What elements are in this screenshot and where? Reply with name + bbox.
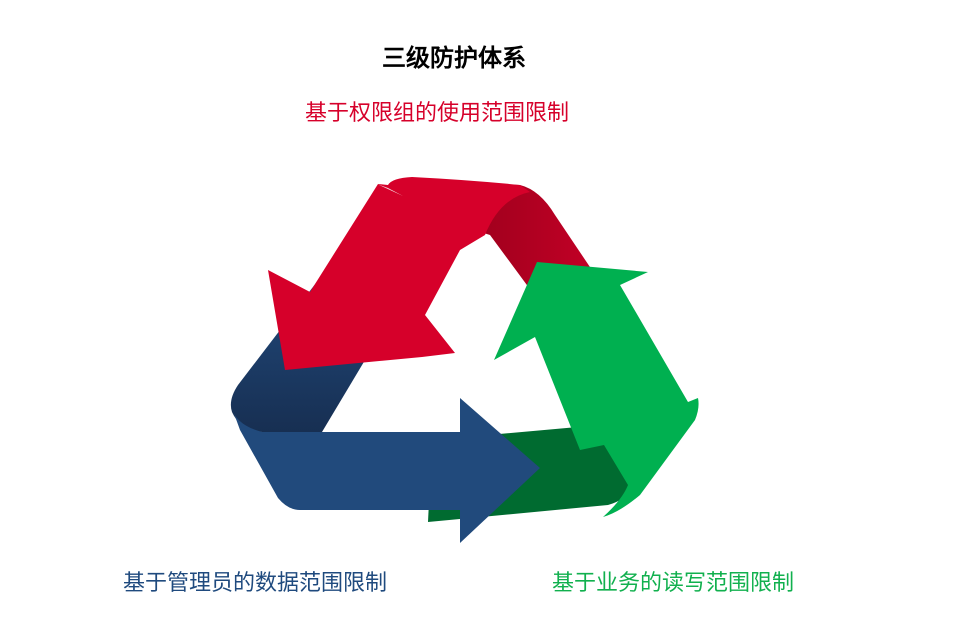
green-arrow: [494, 262, 699, 517]
red-arrow: [268, 177, 530, 370]
label-permission-group: 基于权限组的使用范围限制: [305, 101, 570, 126]
label-business-rw-scope: 基于业务的读写范围限制: [552, 571, 795, 596]
label-admin-data-scope: 基于管理员的数据范围限制: [123, 571, 388, 596]
blue-arrow: [232, 398, 540, 543]
diagram-title: 三级防护体系: [382, 44, 526, 72]
